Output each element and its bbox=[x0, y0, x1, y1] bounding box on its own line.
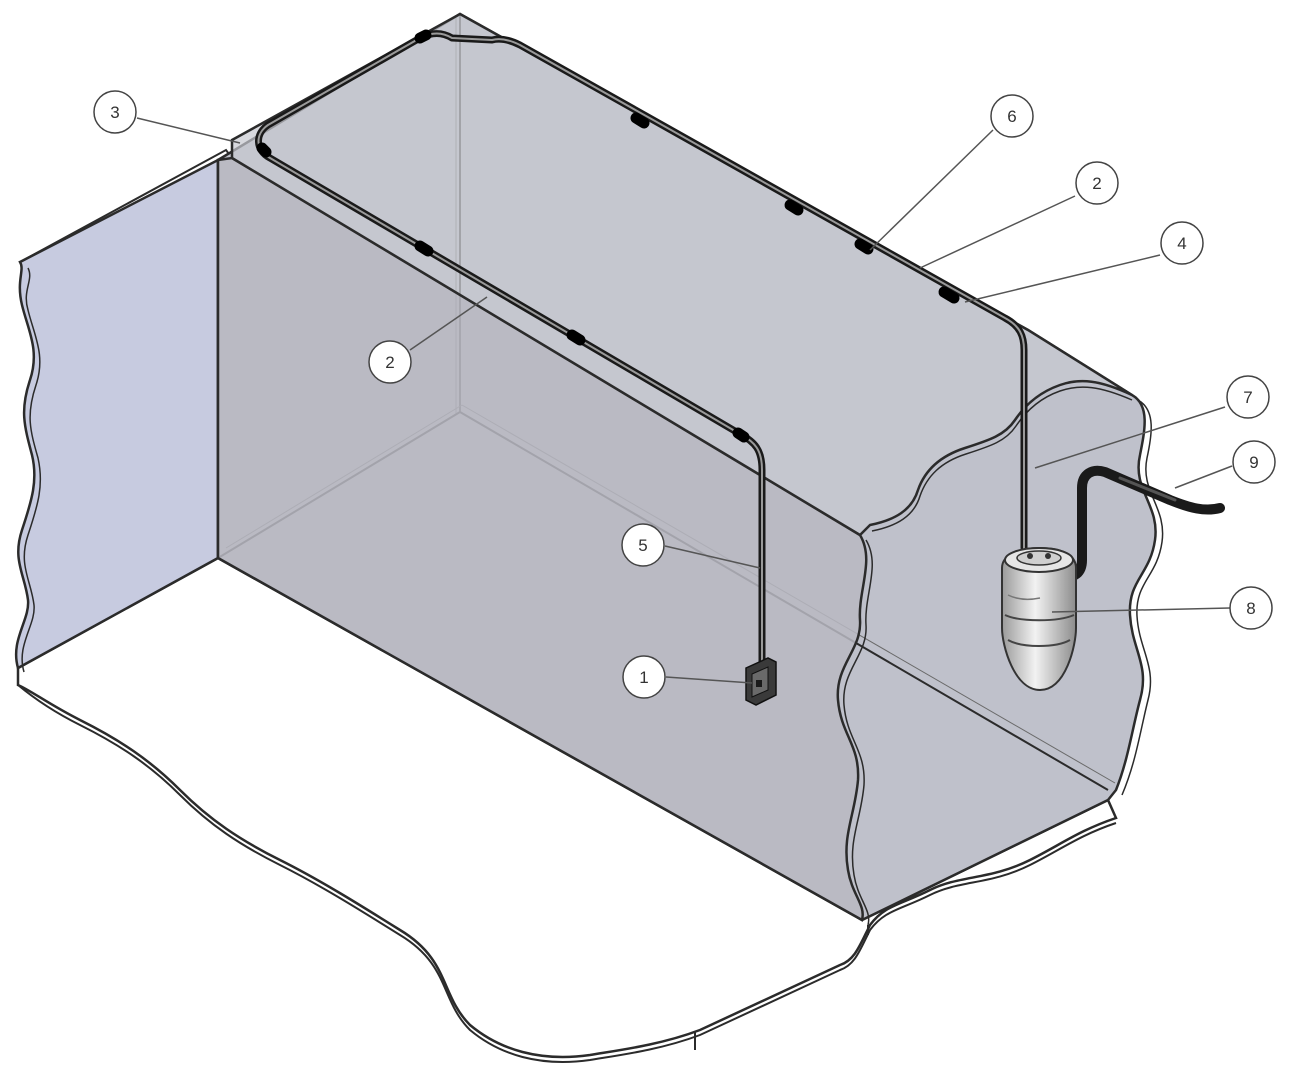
svg-text:7: 7 bbox=[1243, 388, 1252, 407]
svg-text:9: 9 bbox=[1249, 453, 1258, 472]
outlet-pipe bbox=[1055, 465, 1225, 582]
callout-2-left: 2 bbox=[368, 340, 412, 384]
ceiling-panel bbox=[230, 12, 1133, 537]
svg-text:6: 6 bbox=[1007, 107, 1016, 126]
svg-text:1: 1 bbox=[639, 668, 648, 687]
svg-text:5: 5 bbox=[638, 536, 647, 555]
callout-2-right: 2 bbox=[1075, 161, 1119, 205]
cable-run bbox=[255, 29, 1028, 684]
leader-lines bbox=[136, 117, 1233, 684]
svg-text:2: 2 bbox=[385, 353, 394, 372]
svg-text:4: 4 bbox=[1177, 234, 1186, 253]
floor-slab bbox=[16, 556, 1118, 1063]
svg-text:2: 2 bbox=[1092, 174, 1101, 193]
svg-text:3: 3 bbox=[110, 103, 119, 122]
svg-text:8: 8 bbox=[1246, 599, 1255, 618]
callout-5: 5 bbox=[621, 523, 665, 567]
gas-detector-icon bbox=[1001, 546, 1077, 692]
callout-4: 4 bbox=[1160, 221, 1204, 265]
junction-box-icon bbox=[745, 657, 777, 706]
callout-7: 7 bbox=[1226, 375, 1270, 419]
callout-9: 9 bbox=[1232, 440, 1276, 484]
callout-6: 6 bbox=[990, 94, 1034, 138]
callout-8: 8 bbox=[1229, 586, 1273, 630]
callout-1: 1 bbox=[622, 655, 666, 699]
callout-balloons: 3 2 6 2 4 5 1 7 bbox=[93, 90, 1276, 699]
callout-3: 3 bbox=[93, 90, 137, 134]
